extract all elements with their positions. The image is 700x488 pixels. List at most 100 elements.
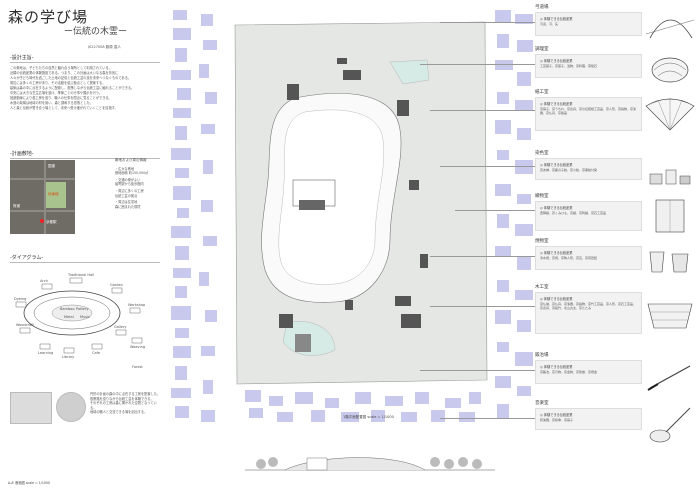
leader-line bbox=[430, 110, 535, 111]
site-label: 府道 bbox=[13, 204, 20, 208]
site-note: ・交通の便がよい bbox=[115, 177, 141, 182]
site-note: ・広大な敷地 bbox=[115, 166, 135, 171]
diagram-label: Garden bbox=[110, 283, 123, 287]
site-note: 最寄駅から徒歩圏内 bbox=[115, 182, 144, 187]
workshop-text: 京鍛冶、京刃物、京金物、京象嵌、京焼金 bbox=[540, 370, 598, 374]
workshop-heading: ◎ 体験できる伝統産業 bbox=[540, 251, 573, 255]
site-notes-title: 敷地および周辺情報 bbox=[115, 158, 147, 162]
site-section-heading: -計画敷地- bbox=[10, 151, 34, 157]
bottom-caption: 円形の計画の森の中に点在する工房を配置した。 散策路を巡りながら伝統工芸を体験で… bbox=[90, 392, 161, 414]
pond bbox=[389, 59, 430, 85]
instrument-sketch-icon bbox=[649, 407, 691, 443]
workshop-title: 音楽室 bbox=[535, 401, 549, 406]
site-aerial-photo: 国道 計画地 府道 京都駅 bbox=[10, 160, 75, 234]
kimono-sketch-icon bbox=[655, 199, 685, 233]
design-text: この敷地は、子どもたちの自然と触れ合う場所として利用されている。 近隣の伝統産業… bbox=[10, 66, 162, 111]
concept-diagram: Arch Traditional Hall Garden Workshop Ga… bbox=[14, 273, 146, 369]
woven-basket-sketch-icon bbox=[647, 303, 693, 329]
workshop-heading: ◎ 体験できる伝統産業 bbox=[540, 102, 573, 106]
diagram-label: Library bbox=[62, 355, 74, 359]
basket-sketch-icon bbox=[651, 57, 689, 83]
workshop-card: ◎ 体験できる伝統産業 京友禅、京鹿の子絞、京小紋、京黒紋付染 bbox=[535, 158, 642, 180]
diagram-label: Gallery bbox=[114, 325, 126, 329]
diagram-label: Metal bbox=[64, 315, 74, 319]
workshop-card: ◎ 体験できる伝統産業 弓道、弓、矢 bbox=[535, 12, 642, 36]
site-area bbox=[46, 182, 66, 208]
section-trees bbox=[256, 457, 482, 469]
workshop-card: ◎ 体験できる伝統産業 工芸菓子、京菓子、漬物、京料理、茶懐石 bbox=[535, 54, 642, 78]
workshop-heading: ◎ 体験できる伝統産業 bbox=[540, 206, 573, 210]
design-line: 人々が子ども時代を過ごした土地の記憶と伝統工芸の技を未来へつなぐものである。 bbox=[10, 76, 132, 80]
design-line: 近隣の伝統産業の体験施設である。つまり、この計画は大いなる森を背景に bbox=[10, 71, 119, 75]
workshop-title: 弓道場 bbox=[535, 5, 549, 10]
workshop-text: 邦楽器、京和傘、京扇子 bbox=[540, 418, 574, 422]
workshop-title: 鍛冶場 bbox=[535, 353, 549, 358]
diagram-section-heading: -ダイアグラム- bbox=[10, 255, 44, 261]
workshop-text: 京友禅、京鹿の子絞、京小紋、京黒紋付染 bbox=[540, 168, 598, 172]
dye-tools-sketch-icon bbox=[649, 169, 691, 185]
diagram-label: Woodcraft bbox=[16, 323, 34, 327]
design-divider bbox=[10, 62, 160, 63]
leader-line bbox=[420, 370, 535, 371]
workshop-text: 京仏壇、京仏具、京漆器、京指物、京竹工芸品、京人形、京石工芸品、京表具、京銘竹、… bbox=[540, 302, 637, 311]
site-label: 計画地 bbox=[48, 192, 59, 196]
workshop-title: 焼物室 bbox=[535, 239, 549, 244]
workshop-text: 弓道、弓、矢 bbox=[540, 22, 559, 26]
design-line: 木造の架構は地域の材を用い、森と調和する形態とした。 bbox=[10, 101, 93, 105]
workshop-text: 清水焼、京焼、京陶人形、京瓦、京真田紐 bbox=[540, 256, 598, 260]
site-label: 国道 bbox=[48, 164, 55, 168]
bow-sketch-icon bbox=[645, 19, 695, 39]
site-note: 森に囲まれた環境 bbox=[115, 204, 141, 209]
diagram-label: Bamboo bbox=[60, 307, 74, 311]
diagram-label: Learning bbox=[38, 351, 53, 355]
student-info: J0227008 藤原 直人 bbox=[88, 45, 121, 49]
workshop-buildings bbox=[279, 58, 428, 328]
workshop-card: ◎ 体験できる伝統産業 京鍛冶、京刃物、京金物、京象嵌、京焼金 bbox=[535, 360, 642, 384]
page-subtitle: ー伝統の木霊ー bbox=[64, 27, 128, 37]
workshop-title: 木工室 bbox=[535, 285, 549, 290]
design-line: 中央には大きな芝生広場を設け、季節ごとの行事や展示を行う。 bbox=[10, 91, 103, 95]
diagram-divider bbox=[10, 262, 160, 263]
fan-sketch-icon bbox=[645, 98, 695, 131]
workshop-card: ◎ 体験できる伝統産業 京仏壇、京仏具、京漆器、京指物、京竹工芸品、京人形、京石… bbox=[535, 292, 642, 334]
diagram-label: Cafe bbox=[92, 351, 100, 355]
diagram-label: Pottery bbox=[76, 307, 89, 311]
leader-line bbox=[440, 22, 535, 23]
diagram-label: Music bbox=[80, 315, 90, 319]
site-note: 敷地面積 約150,000㎡ bbox=[115, 171, 149, 176]
design-line: 回遊動線により各工房を巡り、職人の仕事を間近に見ることができる。 bbox=[10, 96, 112, 100]
craft-photo bbox=[56, 392, 86, 422]
blade-sketch-icon bbox=[647, 365, 691, 391]
workshop-text: 工芸菓子、京菓子、漬物、京料理、茶懐石 bbox=[540, 64, 598, 68]
pottery-sketch-icon bbox=[649, 251, 689, 273]
section-caption: A-A' 断面図 scale = 1/1000 bbox=[8, 481, 50, 485]
design-section-heading: -設計主旨- bbox=[10, 55, 34, 61]
workshop-card: ◎ 体験できる伝統産業 邦楽器、京和傘、京扇子 bbox=[535, 408, 642, 430]
workshop-heading: ◎ 体験できる伝統産業 bbox=[540, 163, 573, 167]
site-label: 京都駅 bbox=[46, 220, 57, 224]
site-note: 伝統工芸の拠点 bbox=[115, 193, 138, 198]
residential-blocks bbox=[171, 10, 533, 422]
site-note: ・周辺は住宅地 bbox=[115, 200, 138, 205]
page-title: 森の学び場 bbox=[8, 8, 89, 26]
section-profile bbox=[284, 457, 426, 471]
leader-line bbox=[420, 64, 535, 65]
workshop-heading: ◎ 体験できる伝統産業 bbox=[540, 17, 573, 21]
workshop-card: ◎ 体験できる伝統産業 西陣織、京くみひも、京繍、京刺繍、京石工芸品 bbox=[535, 201, 642, 231]
station-marker-icon bbox=[40, 219, 44, 223]
workshop-title: 染色室 bbox=[535, 151, 549, 156]
workshop-text: 西陣織、京くみひも、京繍、京刺繍、京石工芸品 bbox=[540, 211, 607, 215]
workshop-heading: ◎ 体験できる伝統産業 bbox=[540, 365, 573, 369]
diagram-label: Traditional Hall bbox=[67, 273, 94, 277]
leader-line bbox=[440, 418, 535, 419]
workshop-title: 紙工室 bbox=[535, 90, 549, 95]
design-line: 建築は森の中に点在するように配置し、散策しながら伝統工芸に触れることができる。 bbox=[10, 86, 135, 90]
diagram-label: Arch bbox=[40, 279, 48, 283]
workshop-heading: ◎ 体験できる伝統産業 bbox=[540, 297, 573, 301]
workshop-heading: ◎ 体験できる伝統産業 bbox=[540, 59, 573, 63]
site-note: ・周辺に多くの工房 bbox=[115, 188, 144, 193]
workshop-card: ◎ 体験できる伝統産業 清水焼、京焼、京陶人形、京瓦、京真田紐 bbox=[535, 246, 642, 270]
workshop-title: 織物室 bbox=[535, 194, 549, 199]
diagram-label: Workshop bbox=[128, 303, 146, 307]
workshop-text: 京扇子、京うちわ、京表具、京の伝統紙工芸品、京人形、京指物、京漆器、京仏具、京版… bbox=[540, 107, 637, 116]
